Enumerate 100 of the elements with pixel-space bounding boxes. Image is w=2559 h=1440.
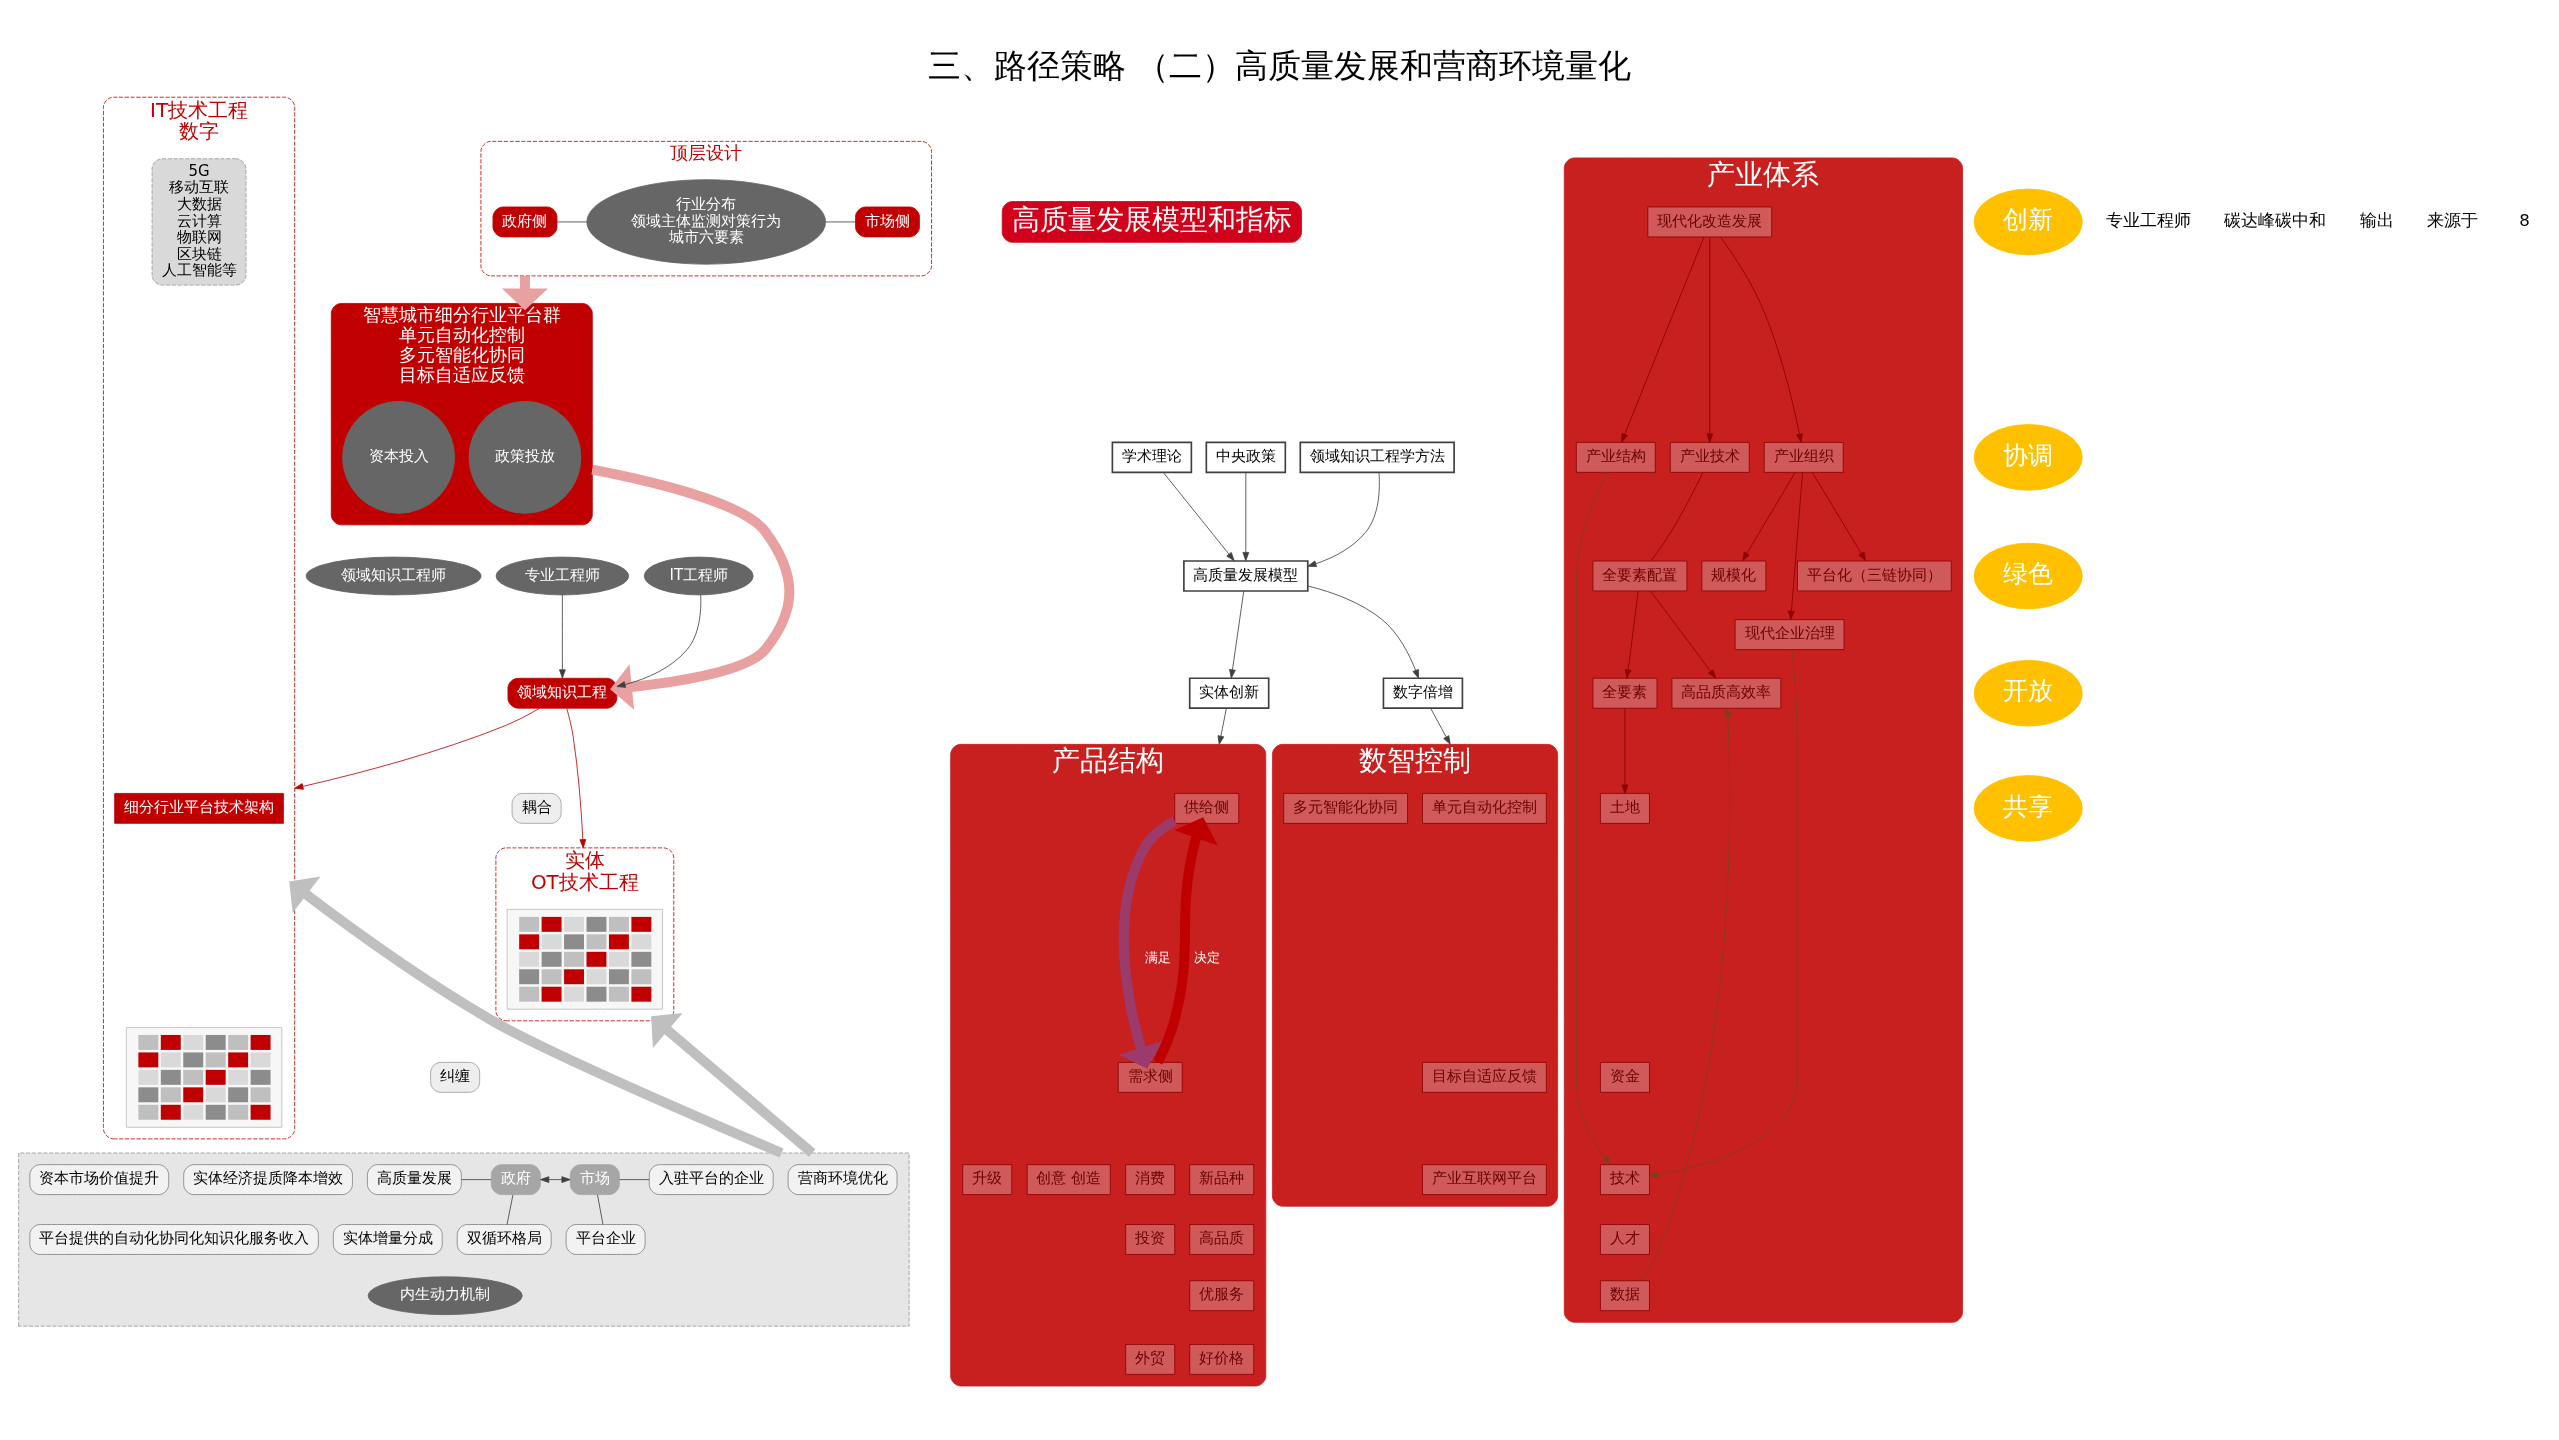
node-box: 现代化改造发展 bbox=[1647, 206, 1773, 238]
node-box: 政府侧 bbox=[492, 206, 558, 238]
node-circle: 政策投放 bbox=[468, 400, 582, 514]
arrow bbox=[540, 1176, 571, 1183]
arrow bbox=[591, 464, 795, 710]
node-box: 消费 bbox=[1125, 1164, 1176, 1195]
cluster bbox=[18, 1152, 910, 1327]
arrow bbox=[559, 594, 566, 679]
node-box: 规模化 bbox=[1701, 560, 1767, 592]
node-box: 高品质 bbox=[1189, 1224, 1255, 1255]
node-box: 资本市场价值提升 bbox=[29, 1164, 170, 1195]
node-box: 5G 移动互联 大数据 云计算 物联网 区块链 人工智能等 bbox=[151, 158, 247, 286]
connector bbox=[556, 221, 588, 223]
arrow bbox=[1624, 590, 1639, 679]
node-box: 市场 bbox=[569, 1164, 620, 1195]
node-ellipse: 专业工程师 bbox=[495, 556, 630, 596]
arrow bbox=[1153, 817, 1218, 1065]
cluster: 实体 OT技术工程 bbox=[495, 847, 675, 1022]
node-box: 双循环格局 bbox=[456, 1224, 552, 1255]
node-box: 单元自动化控制 bbox=[1422, 793, 1547, 824]
arrow bbox=[1811, 472, 1867, 562]
node-box: 高品质高效率 bbox=[1671, 677, 1782, 709]
node-box: 学术理论 bbox=[1111, 441, 1193, 474]
node-box: 数字倍增 bbox=[1382, 677, 1464, 710]
node-box: 外贸 bbox=[1125, 1344, 1176, 1375]
node-box: 升级 bbox=[962, 1164, 1013, 1195]
node-box: 高质量发展模型和指标 bbox=[1001, 201, 1302, 243]
node-circle: 资本投入 bbox=[342, 400, 455, 514]
edge-label: 满足 bbox=[1144, 950, 1171, 966]
node-box: 现代企业治理 bbox=[1734, 619, 1845, 650]
node-box: 产业结构 bbox=[1575, 442, 1656, 473]
arrow bbox=[1576, 472, 1612, 1165]
arrow bbox=[1163, 472, 1235, 562]
node-box: 实体经济提质降本增效 bbox=[183, 1164, 353, 1195]
diagram-title: 三、路径策略 （二）高质量发展和营商环境量化 bbox=[927, 46, 1632, 86]
node-box: 耦合 bbox=[511, 793, 562, 824]
node-box: 创意 创造 bbox=[1026, 1164, 1111, 1195]
arrow bbox=[1229, 590, 1245, 679]
node-box: 资金 bbox=[1600, 1061, 1650, 1093]
label: 专业工程师 bbox=[2106, 211, 2192, 231]
arrow bbox=[1621, 236, 1705, 443]
node-box: 供给侧 bbox=[1174, 793, 1240, 824]
node-box: 全要素配置 bbox=[1592, 560, 1688, 592]
node-ellipse: 领域知识工程师 bbox=[305, 556, 482, 596]
connector bbox=[597, 1194, 604, 1225]
arrow bbox=[294, 707, 540, 790]
node-box: 实体创新 bbox=[1188, 677, 1270, 710]
arrow bbox=[616, 594, 702, 688]
node-box: 平台企业 bbox=[565, 1224, 646, 1255]
arrow bbox=[289, 876, 784, 1158]
node-box: 中央政策 bbox=[1205, 441, 1287, 474]
connector bbox=[825, 221, 856, 223]
node-box: 实体增量分成 bbox=[332, 1224, 443, 1255]
arrow bbox=[1307, 472, 1380, 567]
node-box: 政府 bbox=[490, 1164, 541, 1195]
node-ellipse: 绿色 bbox=[1973, 542, 2083, 610]
node-box: 领域知识工程学方法 bbox=[1299, 441, 1455, 474]
label: 8 bbox=[2519, 211, 2530, 231]
node-box: 领域知识工程 bbox=[507, 677, 618, 709]
node-box: 新品种 bbox=[1189, 1164, 1255, 1195]
node-box: 目标自适应反馈 bbox=[1422, 1061, 1547, 1093]
node-box: 人才 bbox=[1600, 1224, 1650, 1255]
node-box: 产业技术 bbox=[1669, 442, 1750, 473]
node-ellipse: 行业分布 领域主体监测对策行为 城市六要素 bbox=[586, 179, 827, 265]
node-box: 高质量发展模型 bbox=[1183, 560, 1309, 592]
node-box: 数据 bbox=[1600, 1280, 1650, 1312]
connector bbox=[461, 1179, 492, 1181]
node-ellipse: 协调 bbox=[1973, 424, 2083, 491]
node-box: 平台化（三链协同） bbox=[1797, 560, 1952, 592]
node-ellipse: 创新 bbox=[1973, 188, 2083, 256]
connector bbox=[506, 1194, 514, 1225]
connector bbox=[1650, 472, 1704, 562]
arrow bbox=[1242, 472, 1250, 562]
edge-label: 决定 bbox=[1193, 950, 1220, 966]
node-box: 平台提供的自动化协同化知识化服务收入 bbox=[29, 1224, 319, 1255]
arrow bbox=[1649, 649, 1798, 1178]
node-box: 投资 bbox=[1125, 1224, 1176, 1255]
node-picture bbox=[506, 909, 663, 1010]
label: 来源于 bbox=[2426, 211, 2478, 231]
arrow bbox=[1720, 236, 1803, 443]
node-ellipse: 开放 bbox=[1973, 659, 2083, 727]
arrow bbox=[1742, 472, 1796, 562]
node-box: 优服务 bbox=[1189, 1280, 1255, 1312]
node-box: 营商环境优化 bbox=[787, 1164, 898, 1195]
arrow bbox=[1650, 590, 1717, 679]
node-box: 产业组织 bbox=[1763, 442, 1844, 473]
node-box: 产业互联网平台 bbox=[1422, 1164, 1547, 1195]
arrow bbox=[1621, 707, 1629, 794]
arrow bbox=[1639, 708, 1732, 1281]
node-box: 高质量发展 bbox=[367, 1164, 462, 1195]
arrow bbox=[566, 708, 587, 849]
node-ellipse: 共享 bbox=[1973, 775, 2083, 842]
arrow bbox=[651, 1013, 816, 1157]
arrow bbox=[1430, 707, 1451, 745]
node-ellipse: IT工程师 bbox=[643, 556, 754, 596]
node-box: 需求侧 bbox=[1117, 1061, 1183, 1093]
node-box: 全要素 bbox=[1592, 677, 1658, 709]
label: 输出 bbox=[2359, 211, 2394, 231]
arrow bbox=[1307, 585, 1419, 679]
connector bbox=[618, 1179, 650, 1181]
